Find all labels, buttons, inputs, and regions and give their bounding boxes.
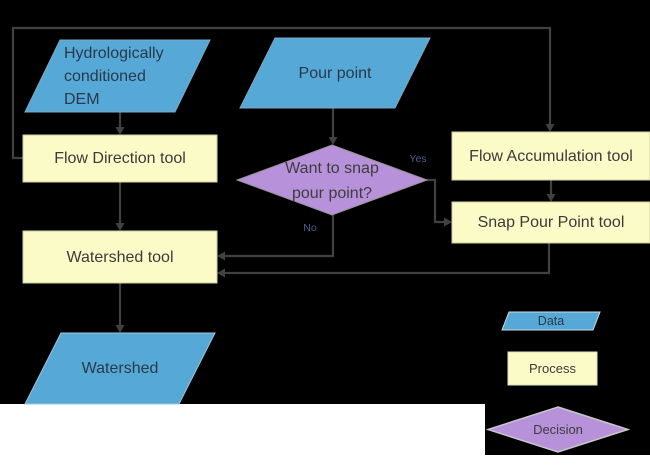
watershed-tool-rect-shape	[22, 230, 218, 284]
arrowhead-into-watershedtool-top	[115, 223, 125, 231]
connector-decision-no-to-watershedtool	[224, 215, 335, 258]
arrowhead-into-decision	[328, 137, 338, 145]
flow-accumulation-rect-shape	[451, 131, 650, 181]
arrowhead-into-flowdirection	[115, 127, 125, 135]
flow-direction-rect-shape	[22, 134, 218, 183]
arrowhead-into-watershedtool-right-lower	[217, 268, 225, 278]
arrowhead-into-snap-left	[444, 217, 452, 227]
pour-point-parallelogram-shape	[239, 37, 431, 109]
legend-data-parallelogram-shape	[501, 311, 601, 331]
decision-diamond-shape	[235, 144, 429, 216]
arrowhead-into-watershed	[115, 325, 125, 333]
connector-snap-to-watershedtool	[224, 243, 551, 275]
dem-parallelogram-shape	[24, 39, 211, 113]
watershed-parallelogram-shape	[24, 332, 216, 405]
snap-pour-point-rect-shape	[451, 201, 650, 244]
connector-decision-yes-to-snap	[427, 178, 445, 224]
legend-process-rect-shape	[507, 351, 598, 386]
arrowhead-into-watershedtool-right-upper	[217, 251, 225, 261]
connector-flowdirection-to-flowaccumulation	[11, 26, 552, 160]
arrowhead-into-snap-top	[546, 194, 556, 202]
legend-decision-diamond-shape	[485, 406, 631, 453]
arrowhead-into-flowaccumulation	[545, 124, 555, 132]
